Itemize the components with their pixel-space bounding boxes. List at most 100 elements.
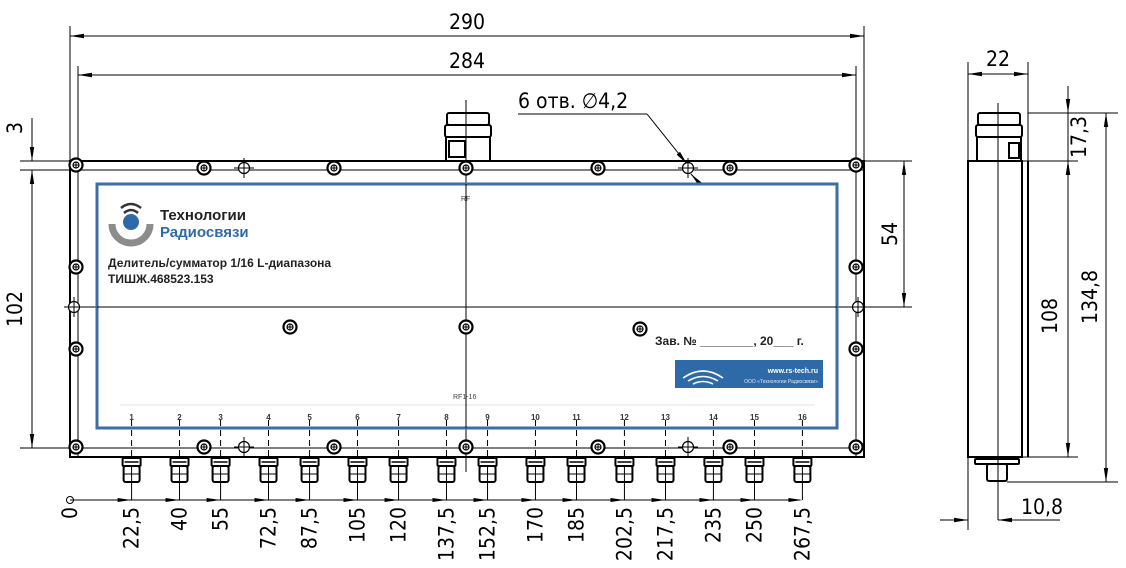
port-position-label: 217,5 <box>654 507 678 561</box>
brand-logo: Технологии Радиосвязи <box>108 202 249 247</box>
screw-icon <box>458 319 474 335</box>
output-port-connector <box>614 420 635 500</box>
company-name: ООО «Технологии Радиосвязи» <box>744 379 818 385</box>
output-port-connector <box>566 420 587 500</box>
port-position-label: 105 <box>345 507 369 543</box>
screw-icon <box>458 439 474 455</box>
dimension-overall-width: 290 <box>449 10 485 34</box>
dimension-arrow-icon <box>562 498 577 502</box>
dimension-top-offset: 3 <box>3 122 27 134</box>
screw-icon <box>68 157 84 173</box>
holes-note: 6 отв. ∅4,2 <box>518 89 628 113</box>
side-housing <box>967 160 1023 458</box>
port-position-label: 120 <box>387 507 411 543</box>
output-port-connector <box>703 420 724 500</box>
port-position-label: 40 <box>168 507 192 531</box>
dimension-body-height: 108 <box>1038 298 1062 334</box>
dimension-arrow-icon <box>343 498 358 502</box>
screw-icon <box>632 321 648 337</box>
port-number: 13 <box>661 413 670 422</box>
output-port-connector <box>299 420 320 500</box>
wifi-wave-icon <box>123 208 139 214</box>
mounting-hole-icon <box>848 297 868 317</box>
screw-icon <box>848 259 864 275</box>
dimension-arrow-icon <box>165 498 180 502</box>
mounting-holes <box>64 158 868 457</box>
product-name: Делитель/сумматор 1/16 L-диапазона <box>108 256 331 270</box>
mounting-hole-icon <box>678 437 698 457</box>
dimension-arrow-icon <box>740 498 755 502</box>
dimension-arrow-icon <box>206 498 221 502</box>
brand-name-line1: Технологии <box>160 207 246 224</box>
port-position-label: 87,5 <box>298 507 322 549</box>
dimension-arrow-icon <box>651 498 666 502</box>
port-number: 10 <box>531 413 540 422</box>
screw-icon <box>590 160 606 176</box>
screw-icon <box>68 259 84 275</box>
mounting-hole-icon <box>234 437 254 457</box>
port-position-label: 235 <box>701 507 725 543</box>
screw-icon <box>196 160 212 176</box>
port-number: 11 <box>572 413 581 422</box>
side-rf-connector <box>975 112 1023 162</box>
screw-icon <box>848 157 864 173</box>
screw-icon <box>68 341 84 357</box>
origin-marker-icon <box>66 496 74 504</box>
dimension-arrow-icon <box>384 498 399 502</box>
port-number: 12 <box>620 413 629 422</box>
mounting-hole-icon <box>234 158 254 178</box>
screw-icon <box>848 341 864 357</box>
port-position-label: 137,5 <box>434 507 458 561</box>
screw-icon <box>196 439 212 455</box>
port-position-label: 250 <box>742 507 766 543</box>
dimension-arrow-icon <box>295 498 310 502</box>
output-port-connector <box>477 420 498 500</box>
port-number: 3 <box>218 413 223 422</box>
port-position-label: 72,5 <box>257 507 281 549</box>
dimension-arrow-icon <box>254 498 269 502</box>
port-number: 1 <box>129 413 134 422</box>
screw-icon <box>590 439 606 455</box>
port-number: 16 <box>798 413 807 422</box>
rf-input-connector <box>444 112 492 162</box>
mounting-hole-icon <box>64 297 84 317</box>
output-port-connector <box>792 420 813 500</box>
port-number: 6 <box>355 413 360 422</box>
brand-name-line2: Радиосвязи <box>160 224 249 241</box>
port-number: 7 <box>396 413 401 422</box>
dimension-arrow-icon <box>473 498 488 502</box>
port-position-label: 55 <box>209 507 233 531</box>
logo-dot-icon <box>123 214 139 230</box>
dimension-arrow-icon <box>788 498 803 502</box>
port-position-label: 22,5 <box>120 507 144 549</box>
screw-icon <box>68 439 84 455</box>
screw-icon <box>722 439 738 455</box>
port-position-label: 185 <box>565 507 589 543</box>
screw-icon <box>326 160 342 176</box>
port-position-label: 202,5 <box>612 507 636 561</box>
signal-wave-icon <box>692 380 714 385</box>
website-url: www.rs-tech.ru <box>767 368 818 375</box>
leader-line <box>646 113 688 165</box>
dimension-arrow-icon <box>610 498 625 502</box>
side-output-connector <box>974 458 1020 482</box>
port-number: 4 <box>266 413 271 422</box>
port-number: 15 <box>750 413 759 422</box>
dimension-hole-spacing-width: 284 <box>449 49 485 73</box>
dimension-side-width: 22 <box>986 47 1010 71</box>
port-number: 8 <box>444 413 449 422</box>
output-port-connector <box>121 420 142 500</box>
port-position-label: 152,5 <box>476 507 500 561</box>
port-position-label: 0 <box>58 507 82 519</box>
dimension-arrow-icon <box>432 498 447 502</box>
output-port-connector <box>258 420 279 500</box>
screw-icon <box>282 319 298 335</box>
port-number: 5 <box>307 413 312 422</box>
screw-icon <box>848 439 864 455</box>
output-port-connector <box>347 420 368 500</box>
output-port-connector <box>525 420 546 500</box>
signal-wave-icon <box>687 375 719 382</box>
